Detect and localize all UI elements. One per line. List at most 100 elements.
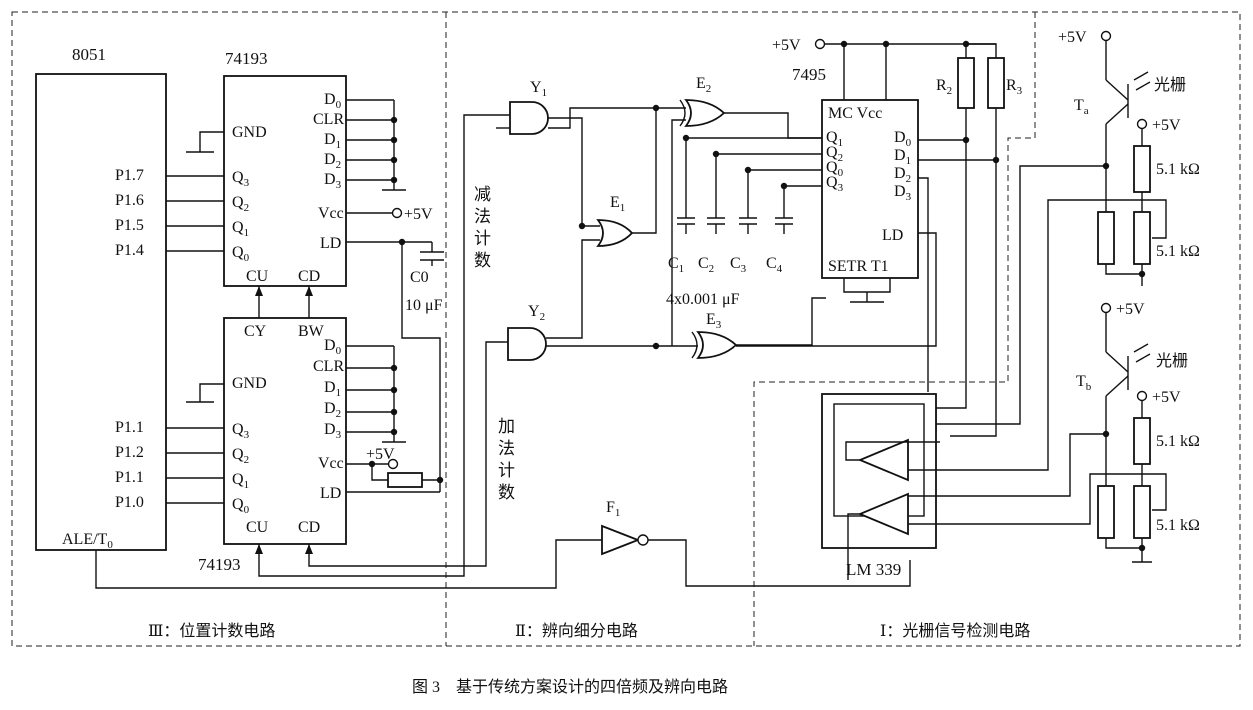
sr-q-pin-1: Q2 — [826, 144, 843, 164]
sr-body — [821, 99, 919, 279]
counter-top-d-pin-2: D1 — [324, 131, 341, 151]
divider-ii-i — [753, 12, 1036, 646]
counter-top-gnd: GND — [232, 124, 267, 141]
and-gate-y1-icon — [509, 101, 549, 135]
sr-ld: LD — [882, 227, 903, 244]
resistor-icon — [387, 472, 423, 488]
sub-label-char-3: 数 — [474, 251, 491, 270]
tb-label: Tb — [1076, 373, 1092, 393]
counter-bottom-d-pin-0: D0 — [324, 337, 342, 357]
lm339-body — [821, 393, 937, 549]
section-i-label: Ⅰ：光栅信号检测电路 — [880, 622, 1030, 640]
counter-bottom-q-pin-2: Q1 — [232, 471, 249, 491]
mcu-ale-pin: ALE/T0 — [62, 531, 113, 551]
counter-bottom-name: 74193 — [198, 555, 241, 574]
terminal-icon — [1136, 118, 1148, 130]
gate-f1-label: F1 — [606, 499, 620, 519]
sub-label-char-1: 法 — [474, 207, 491, 226]
sr-q-pin-3: Q3 — [826, 174, 844, 194]
terminal-icon — [814, 38, 826, 50]
counter-bottom-cu: CU — [246, 519, 269, 536]
ta-label: Ta — [1074, 97, 1089, 117]
mcu-pin-lower-2: P1.1 — [115, 469, 144, 486]
counter-top-cd: CD — [298, 268, 320, 285]
potentiometer-b-icon — [1133, 485, 1151, 539]
counter-top-supply: +5V — [404, 206, 433, 223]
terminal-icon — [1136, 390, 1148, 402]
add-label-char-0: 加 — [498, 417, 515, 436]
mcu-pin-upper-2: P1.5 — [115, 217, 144, 234]
counter-top-cu: CU — [246, 268, 269, 285]
counter-top-cap-value: 10 μF — [405, 297, 443, 314]
outer-frame — [11, 11, 1241, 647]
counter-bottom-d-pin-2: D1 — [324, 379, 341, 399]
resistor-b1-icon — [1133, 417, 1151, 465]
supply-a: +5V — [1152, 117, 1181, 134]
gate-y1-label: Y1 — [530, 79, 547, 99]
mcu-pin-lower-0: P1.1 — [115, 419, 144, 436]
mcu-pin-upper-0: P1.7 — [115, 167, 144, 184]
xor-gate-e3-icon — [696, 331, 738, 359]
counter-bottom-gnd: GND — [232, 375, 267, 392]
counter-bottom-d-pin-3: D2 — [324, 400, 341, 420]
grating-a-label: 光栅 — [1154, 76, 1186, 94]
counter-top-cap-name: C0 — [410, 269, 429, 286]
res-a2-label: 5.1 kΩ — [1156, 243, 1200, 260]
counter-bottom-q-pin-3: Q0 — [232, 496, 250, 516]
counter-bottom-vcc: Vcc — [318, 455, 344, 472]
mcu-8051: 8051 P1.7 P1.6 P1.5 P1.4 P1.1 P1.2 P1.1 … — [35, 45, 167, 551]
section-ii-label: Ⅱ：辨向细分电路 — [515, 622, 638, 640]
add-label-char-3: 数 — [498, 483, 515, 502]
phototransistor-ta-icon — [1105, 79, 1129, 101]
resistor-b-load-icon — [1097, 485, 1115, 539]
sr-name: 7495 — [792, 65, 826, 84]
terminal-icon — [1100, 302, 1112, 314]
resistor-a-load-icon — [1097, 211, 1115, 265]
add-label-char-2: 计 — [498, 461, 515, 480]
counter-top-d-pin-4: D3 — [324, 171, 342, 191]
counter-bottom-bw: BW — [298, 323, 325, 340]
cap-label-c4: C4 — [766, 255, 783, 275]
supply-b: +5V — [1152, 389, 1181, 406]
section-labels: Ⅲ：位置计数电路 Ⅱ：辨向细分电路 Ⅰ：光栅信号检测电路 — [148, 622, 1030, 640]
counter-bottom-supply: +5V — [366, 446, 395, 463]
gate-e1-label: E1 — [610, 194, 625, 214]
section-frames — [11, 11, 1241, 647]
mcu-pin-upper-3: P1.4 — [115, 242, 144, 259]
section-iii-label: Ⅲ：位置计数电路 — [148, 622, 275, 640]
comparator-2-icon — [857, 492, 909, 536]
gate-y2-label: Y2 — [528, 303, 545, 323]
mcu-pin-lower-1: P1.2 — [115, 444, 144, 461]
figure-caption: 图 3 基于传统方案设计的四倍频及辨向电路 — [412, 678, 728, 696]
counter-bottom-body — [223, 317, 347, 545]
counter-top-d-pin-1: CLR — [313, 111, 344, 128]
terminal-icon — [1100, 30, 1112, 42]
mcu-body — [35, 73, 167, 551]
grating-b-label: 光栅 — [1156, 352, 1188, 370]
r2-label: R2 — [936, 77, 952, 97]
r3-label: R3 — [1006, 77, 1023, 97]
or-gate-e1-icon — [596, 219, 634, 247]
counter-bottom-d-pin-4: D3 — [324, 421, 342, 441]
resistor-r3-icon — [987, 57, 1005, 109]
mcu-pin-lower-3: P1.0 — [115, 494, 144, 511]
mcu-pin-upper-1: P1.6 — [115, 192, 144, 209]
counter-bottom-cd: CD — [298, 519, 320, 536]
cap-label-c3: C3 — [730, 255, 747, 275]
sub-label-char-2: 计 — [474, 229, 491, 248]
sr-q-pin-2: Q0 — [826, 159, 844, 179]
counter-top-body — [223, 75, 347, 287]
sr-top-pins: MC Vcc — [828, 105, 882, 122]
